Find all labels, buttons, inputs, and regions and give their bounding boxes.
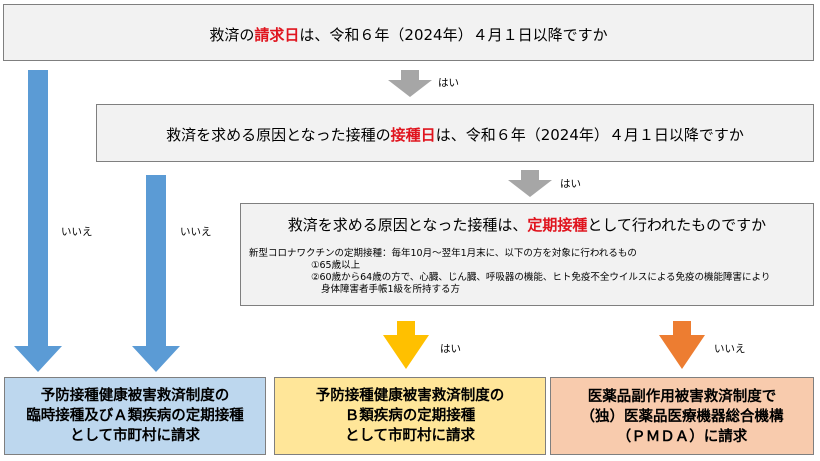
- result-municipality-type-b: 予防接種健康被害救済制度の Ｂ類疾病の定期接種 として市町村に請求: [274, 377, 546, 455]
- vaccination-date-highlight: 接種日: [390, 126, 436, 144]
- routine-note-line3: ②60歳から64歳の方で、心臓、じん臓、呼吸器の機能、ヒト免疫不全ウイルスによる…: [311, 272, 771, 283]
- question-claim-date-text: 救済の請求日は、令和６年（2024年）４月１日以降ですか: [209, 26, 608, 44]
- routine-note-line2: ①65歳以上: [311, 260, 361, 271]
- no-label-routine: いいえ: [714, 343, 746, 355]
- no-arrow-vaccination-date: [132, 175, 180, 372]
- question-routine-vaccination: 救済を求める原因となった接種は、定期接種として行われたものですか 新型コロナワク…: [240, 203, 814, 306]
- question-claim-date: 救済の請求日は、令和６年（2024年）４月１日以降ですか: [3, 4, 814, 61]
- yes-arrow-claim-date: [388, 70, 432, 97]
- question-vaccination-date: 救済を求める原因となった接種の接種日は、令和６年（2024年）４月１日以降ですか: [96, 104, 814, 162]
- yes-label-claim-date: はい: [438, 77, 459, 89]
- claim-date-highlight: 請求日: [254, 26, 300, 44]
- yes-label-routine: はい: [440, 343, 461, 355]
- no-label-vaccination-date: いいえ: [180, 226, 212, 238]
- question-vaccination-date-text: 救済を求める原因となった接種の接種日は、令和６年（2024年）４月１日以降ですか: [166, 126, 744, 144]
- no-arrow-claim-date: [14, 70, 62, 372]
- no-label-claim-date: いいえ: [61, 226, 93, 238]
- routine-note-line1: 新型コロナワクチンの定期接種：毎年10月～翌年1月末に、以下の方を対象に行われる…: [249, 248, 637, 259]
- question-routine-vaccination-text: 救済を求める原因となった接種は、定期接種として行われたものですか: [287, 216, 767, 234]
- result-pmda: 医薬品副作用被害救済制度で （独）医薬品医療機器総合機構 （ＰＭＤＡ）に請求: [550, 377, 814, 455]
- yes-label-vaccination-date: はい: [560, 178, 581, 190]
- no-arrow-routine: [659, 321, 705, 369]
- routine-vaccination-highlight: 定期接種: [527, 216, 588, 234]
- yes-arrow-routine: [383, 321, 429, 369]
- routine-note-line4: 身体障害者手帳1級を所持する方: [321, 284, 461, 295]
- result-municipality-temporary: 予防接種健康被害救済制度の 臨時接種及びＡ類疾病の定期接種 として市町村に請求: [4, 377, 266, 455]
- yes-arrow-vaccination-date: [508, 170, 552, 197]
